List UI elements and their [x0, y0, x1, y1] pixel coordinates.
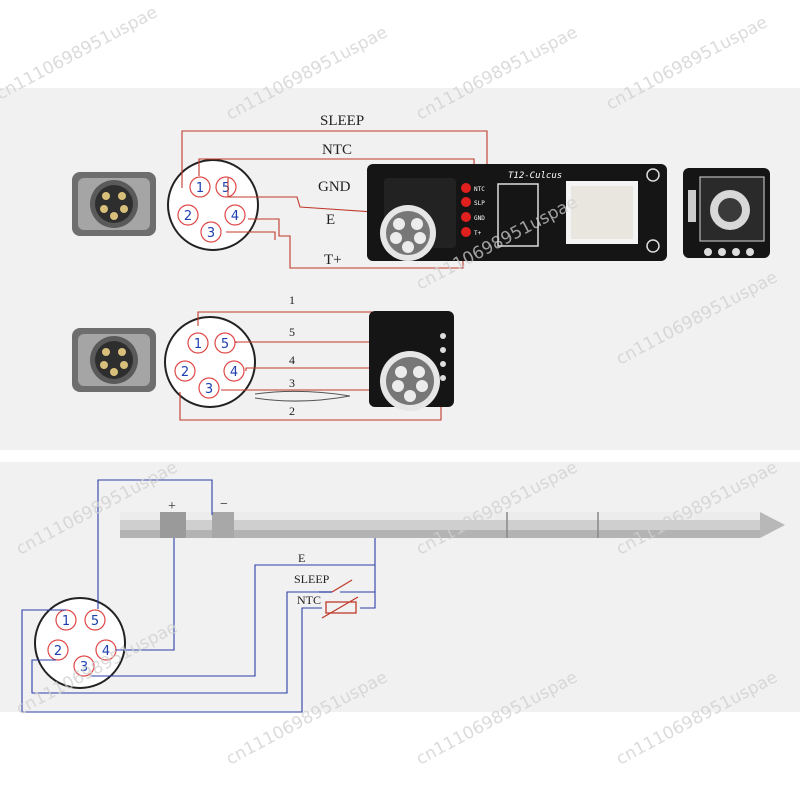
ntc-thermistor-symbol: [321, 596, 359, 619]
label-e: E: [326, 212, 335, 228]
label-sleep-bottom: SLEEP: [294, 572, 330, 586]
soldering-tip: [120, 512, 785, 538]
pin-4-label: 4: [231, 209, 239, 224]
wiring-lines-1: [181, 130, 488, 269]
pin-5-label-2: 5: [221, 337, 229, 352]
pinout-diagram-2: 1 5 2 4 3: [164, 316, 256, 408]
sleep-switch-symbol: [319, 579, 353, 593]
label-wire-3: 3: [289, 376, 295, 390]
label-e-bottom: E: [298, 551, 305, 565]
pinout-diagram-1: 1 5 2 4 3: [167, 159, 259, 251]
label-wire-2: 2: [289, 404, 295, 418]
label-ntc: NTC: [322, 142, 352, 158]
watermark: cn1110698951uspae: [613, 667, 781, 769]
watermark: cn1110698951uspae: [613, 457, 781, 559]
label-wire-4: 4: [289, 353, 295, 367]
watermark: cn1110698951uspae: [13, 457, 181, 559]
pin-5-label-3: 5: [91, 614, 99, 629]
pin-4-label-2: 4: [230, 365, 238, 380]
bundled-wire-sketch: [254, 390, 351, 402]
pin-1-label-3: 1: [62, 614, 70, 629]
watermark: cn1110698951uspae: [613, 267, 781, 369]
watermark: cn1110698951uspae: [413, 22, 581, 124]
pinout-diagram-3: 1 5 2 4 3: [34, 597, 126, 689]
watermark: cn1110698951uspae: [413, 667, 581, 769]
watermark: cn1110698951uspae: [223, 22, 391, 124]
pin-1-label-2: 1: [194, 337, 202, 352]
aviation-connector-photo-1: [72, 172, 156, 236]
pad-label-ntc: NTC: [474, 186, 485, 193]
label-gnd: GND: [318, 179, 351, 195]
pin-2-label-3: 2: [54, 644, 62, 659]
label-ntc-bottom: NTC: [297, 593, 321, 607]
aviation-connector-photo-2: [72, 328, 156, 392]
pin-1-label: 1: [196, 181, 204, 196]
pin-2-label-2: 2: [181, 365, 189, 380]
pad-label-gnd: GND: [474, 215, 485, 222]
label-plus: +: [168, 499, 176, 514]
label-wire-1: 1: [289, 293, 295, 307]
pin-3-label-3: 3: [80, 660, 88, 675]
pcb-board-small: [369, 311, 454, 411]
label-sleep: SLEEP: [320, 113, 364, 129]
pad-label-t-plus: T+: [474, 230, 482, 237]
watermark: cn1110698951uspae: [413, 457, 581, 559]
label-minus: −: [220, 497, 228, 512]
lower-background-band: [0, 462, 800, 712]
wiring-lines-3: [21, 479, 376, 713]
pin-5-label: 5: [222, 181, 230, 196]
board-pads: [461, 183, 471, 237]
pin-2-label: 2: [184, 209, 192, 224]
pin-3-label-2: 3: [205, 382, 213, 397]
label-t-plus: T+: [324, 252, 342, 268]
encoder-board: [683, 168, 770, 258]
pin-4-label-3: 4: [102, 644, 110, 659]
watermark: cn1110698951uspae: [223, 667, 391, 769]
label-wire-5: 5: [289, 325, 295, 339]
pcb-board-main: NTC SLP GND T+ T12-Culcus: [367, 164, 667, 261]
pin-3-label: 3: [207, 226, 215, 241]
watermark: cn1110698951uspae: [0, 2, 161, 104]
pad-label-slp: SLP: [474, 200, 485, 207]
board-title: T12-Culcus: [508, 171, 562, 181]
watermark: cn1110698951uspae: [603, 12, 771, 114]
